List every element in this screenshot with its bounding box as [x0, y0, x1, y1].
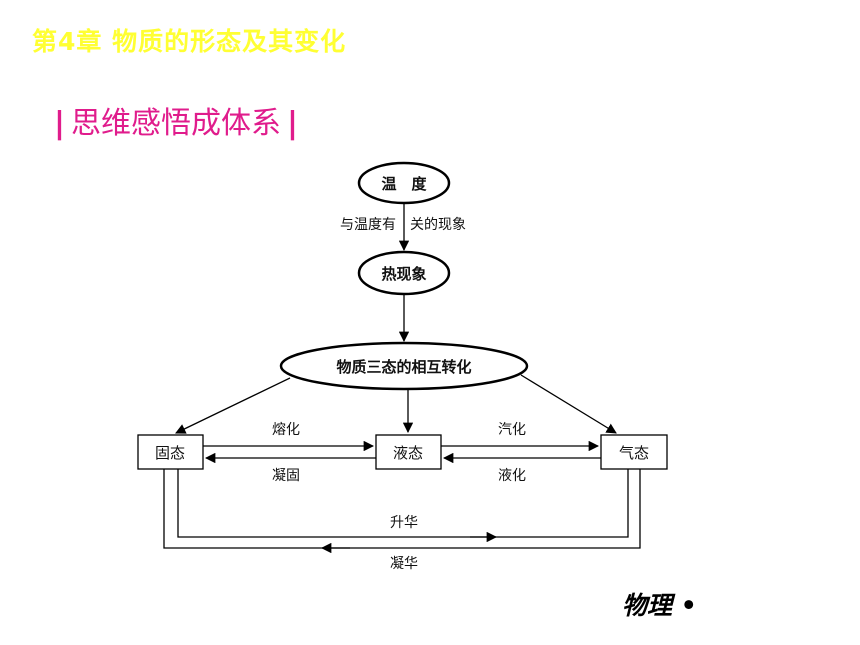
edge-temp-label-left: 与温度有 — [340, 217, 396, 233]
node-thermal-phenomena-label: 热现象 — [381, 265, 426, 283]
section-bar-left: | — [54, 106, 65, 141]
edge-temp-label-right: 关的现象 — [410, 217, 466, 233]
section-bar-right: | — [286, 106, 298, 141]
node-state-conversion-label: 物质三态的相互转化 — [336, 358, 471, 376]
node-gas — [600, 434, 668, 470]
edge-conversion-to-gas — [520, 374, 617, 434]
node-state-conversion — [279, 341, 529, 391]
node-temperature — [357, 161, 451, 205]
node-solid-label: 固态 — [155, 444, 185, 462]
edge-conversion-to-solid — [175, 377, 291, 434]
node-gas-label: 气态 — [619, 444, 649, 462]
edge-melting-label: 熔化 — [272, 422, 300, 438]
subject-label: 物理 • — [622, 591, 697, 620]
node-liquid-label: 液态 — [393, 444, 423, 462]
node-liquid — [375, 434, 442, 470]
edge-deposition — [163, 469, 641, 549]
edge-deposition-label: 凝华 — [390, 556, 418, 572]
edge-solidification-label: 凝固 — [272, 468, 300, 484]
edge-sublimation-label: 升华 — [390, 515, 418, 531]
node-temperature-label: 温 度 — [381, 175, 427, 193]
section-title: |思维感悟成体系| — [48, 98, 304, 142]
edge-liquefaction-label: 液化 — [498, 468, 526, 484]
edge-sublimation — [177, 469, 629, 538]
node-solid — [137, 434, 204, 470]
chapter-title: 第4章 物质的形态及其变化 — [32, 27, 347, 56]
section-title-text: 思维感悟成体系 — [70, 106, 281, 141]
edge-vaporization-label: 汽化 — [498, 422, 526, 438]
node-thermal-phenomena — [357, 250, 451, 296]
